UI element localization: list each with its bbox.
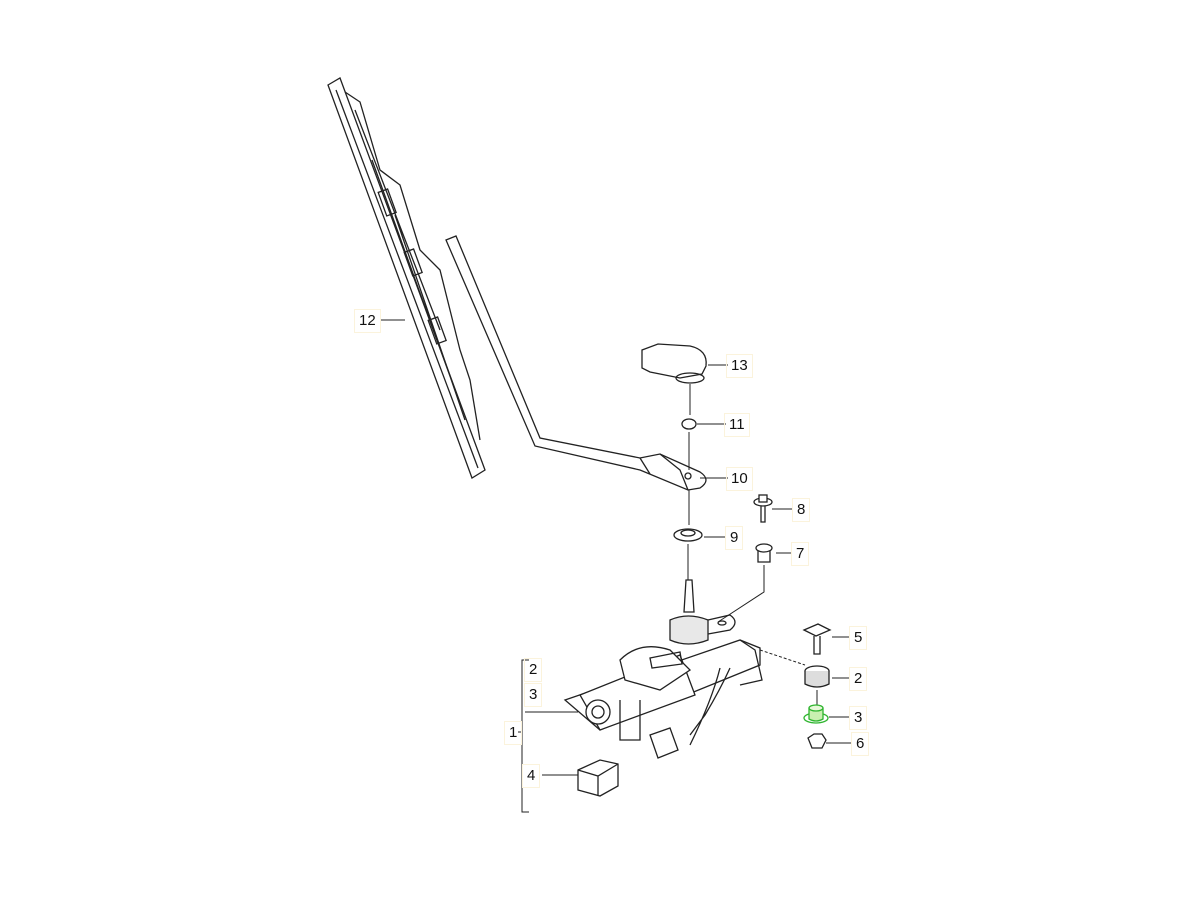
- wiper-arm-part[interactable]: [445, 235, 707, 491]
- screw-5-part[interactable]: [802, 623, 832, 655]
- group-callout-4[interactable]: 4: [522, 764, 541, 788]
- group-callout-1[interactable]: 1: [504, 721, 523, 745]
- cap-part[interactable]: [641, 343, 707, 415]
- wiper-motor-assembly-part[interactable]: [563, 579, 806, 759]
- callout-3[interactable]: 3: [849, 706, 868, 730]
- relay-part[interactable]: [577, 759, 619, 797]
- callout-13[interactable]: 13: [726, 354, 753, 378]
- screw-8-part[interactable]: [753, 494, 773, 523]
- callout-7[interactable]: 7: [791, 542, 810, 566]
- callout-12[interactable]: 12: [354, 309, 381, 333]
- callout-8[interactable]: 8: [792, 498, 811, 522]
- rubber-mount-part[interactable]: [804, 665, 830, 705]
- bushing-part-highlighted[interactable]: [803, 704, 829, 724]
- callout-6[interactable]: 6: [851, 732, 870, 756]
- spacer-part[interactable]: [717, 543, 773, 623]
- callout-11[interactable]: 11: [724, 413, 750, 437]
- callout-10[interactable]: 10: [726, 467, 753, 491]
- grommet-part[interactable]: [673, 528, 703, 580]
- group-callout-2[interactable]: 2: [524, 658, 543, 682]
- group-callout-3[interactable]: 3: [524, 683, 543, 707]
- wiper-blade-part[interactable]: [327, 77, 486, 479]
- callout-9[interactable]: 9: [725, 526, 744, 550]
- nut-11-part[interactable]: [681, 418, 697, 525]
- nut-6-part[interactable]: [807, 733, 827, 749]
- callout-2[interactable]: 2: [849, 667, 868, 691]
- callout-5[interactable]: 5: [849, 626, 868, 650]
